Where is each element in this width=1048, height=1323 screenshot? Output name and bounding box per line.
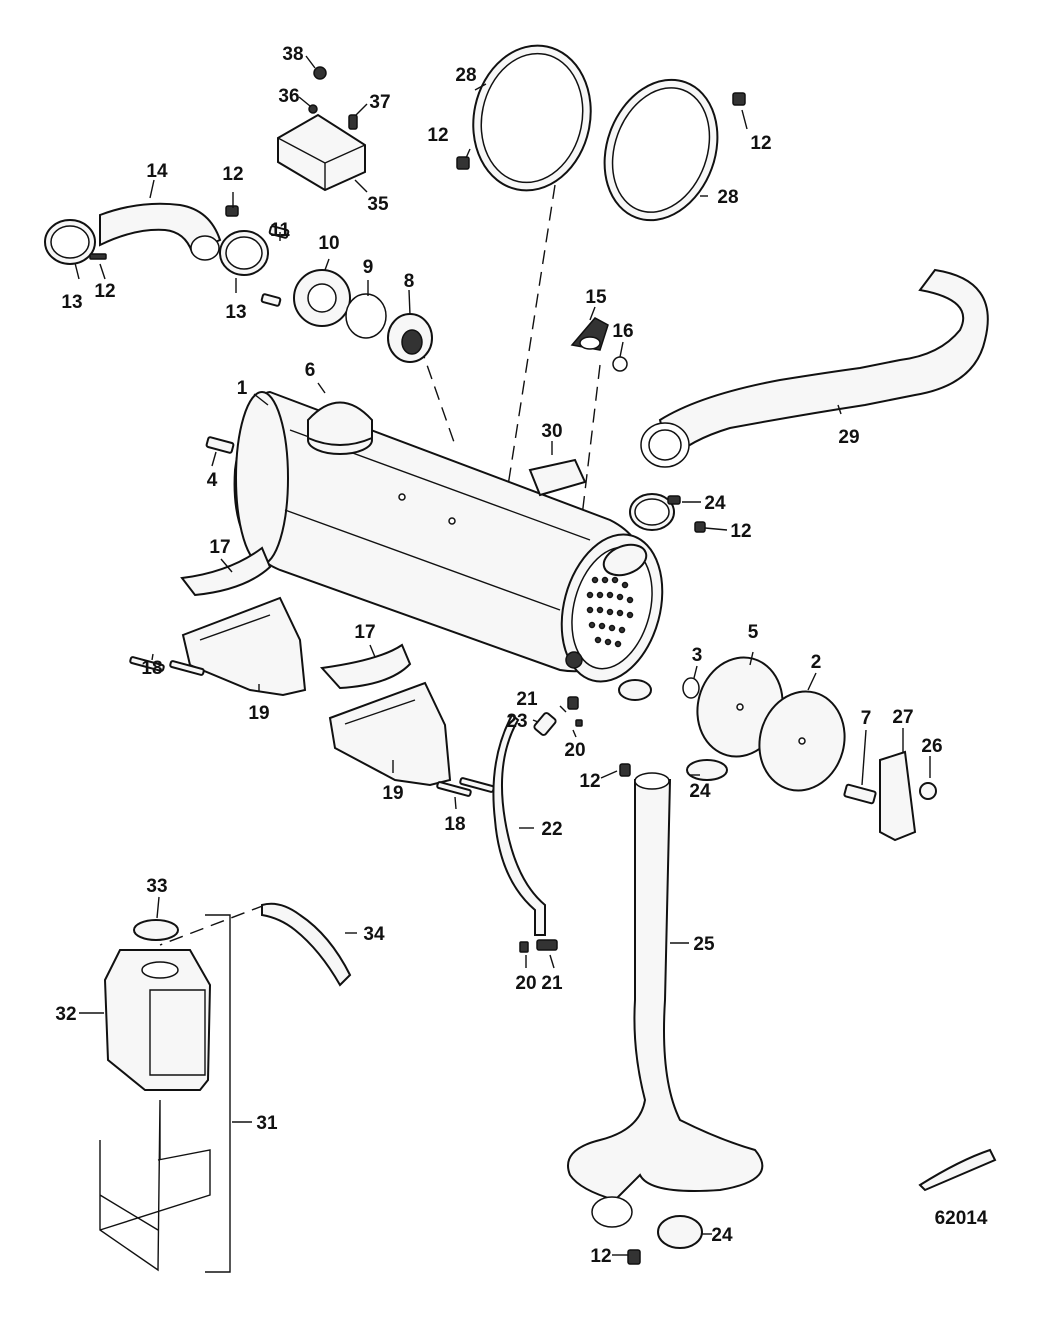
- callout-19b: 19: [382, 783, 403, 804]
- callout-24b: 24: [689, 781, 711, 802]
- callout-27: 27: [892, 707, 913, 728]
- heat-exchanger-body: [233, 390, 664, 701]
- callout-33: 33: [146, 876, 167, 897]
- callout-24c: 24: [711, 1225, 733, 1246]
- bracket-hardware: [843, 750, 937, 842]
- callout-30: 30: [541, 421, 562, 442]
- figure-number: 62014: [935, 1208, 988, 1229]
- small-hose: [492, 696, 583, 953]
- callout-18a: 18: [141, 658, 162, 679]
- callout-2: 2: [811, 652, 822, 673]
- callout-14: 14: [146, 161, 168, 182]
- end-plates: [682, 656, 846, 792]
- callout-labels: 1 2 3 4 5 6 7 8 9 10 11 12 12 12 12 12 1…: [55, 44, 987, 1267]
- callout-26: 26: [921, 736, 942, 757]
- callout-24a: 24: [704, 493, 726, 514]
- callout-36: 36: [278, 86, 299, 107]
- callout-12e: 12: [730, 521, 751, 542]
- callout-37: 37: [369, 92, 390, 113]
- callout-17b: 17: [354, 622, 375, 643]
- callout-23: 23: [506, 711, 527, 732]
- callout-34: 34: [363, 924, 385, 945]
- callout-21a: 21: [516, 689, 538, 710]
- boat-icon: [918, 1148, 997, 1192]
- callout-17a: 17: [209, 537, 230, 558]
- upper-clamp: [629, 493, 706, 533]
- callout-25: 25: [693, 934, 715, 955]
- callout-15: 15: [585, 287, 607, 308]
- callout-3: 3: [692, 645, 703, 666]
- callout-21b: 21: [541, 973, 563, 994]
- callout-29: 29: [838, 427, 859, 448]
- callout-1: 1: [237, 378, 248, 399]
- callout-12b: 12: [94, 281, 115, 302]
- callout-7: 7: [861, 708, 872, 729]
- callout-10: 10: [318, 233, 339, 254]
- callout-9: 9: [363, 257, 374, 278]
- callout-31: 31: [256, 1113, 278, 1134]
- callout-22: 22: [541, 819, 562, 840]
- long-hose: [640, 268, 989, 468]
- pressure-cap: [307, 401, 373, 455]
- callout-11: 11: [270, 220, 291, 241]
- callout-6: 6: [305, 360, 316, 381]
- callout-12g: 12: [590, 1246, 611, 1267]
- thermostat-group: [260, 225, 433, 363]
- callout-13a: 13: [61, 292, 82, 313]
- coolant-reservoir: [99, 902, 352, 1272]
- callout-12c: 12: [427, 125, 448, 146]
- relay-box: [277, 66, 366, 192]
- callout-32: 32: [55, 1004, 76, 1025]
- callout-5: 5: [748, 622, 759, 643]
- hose-rings: [456, 44, 746, 222]
- callout-13b: 13: [225, 302, 246, 323]
- elbow-hose: [44, 202, 269, 276]
- bolt: [205, 436, 235, 454]
- callout-12f: 12: [579, 771, 600, 792]
- fill-plug: [570, 317, 628, 372]
- callout-4: 4: [207, 470, 218, 491]
- drain-hose: [567, 759, 764, 1265]
- callout-38: 38: [282, 44, 303, 65]
- callout-18b: 18: [444, 814, 465, 835]
- callout-28a: 28: [455, 65, 476, 86]
- callout-12d: 12: [750, 133, 771, 154]
- callout-20b: 20: [515, 973, 536, 994]
- end-cap-holes: [586, 576, 634, 648]
- callout-35: 35: [367, 194, 389, 215]
- callout-16: 16: [612, 321, 633, 342]
- leader-lines: [74, 55, 931, 1256]
- callout-28b: 28: [717, 187, 738, 208]
- mounting-brackets: [129, 546, 495, 797]
- callout-20a: 20: [564, 740, 585, 761]
- callout-12a: 12: [222, 164, 243, 185]
- callout-19a: 19: [248, 703, 269, 724]
- gasket-pad: [528, 458, 587, 497]
- callout-8: 8: [404, 271, 415, 292]
